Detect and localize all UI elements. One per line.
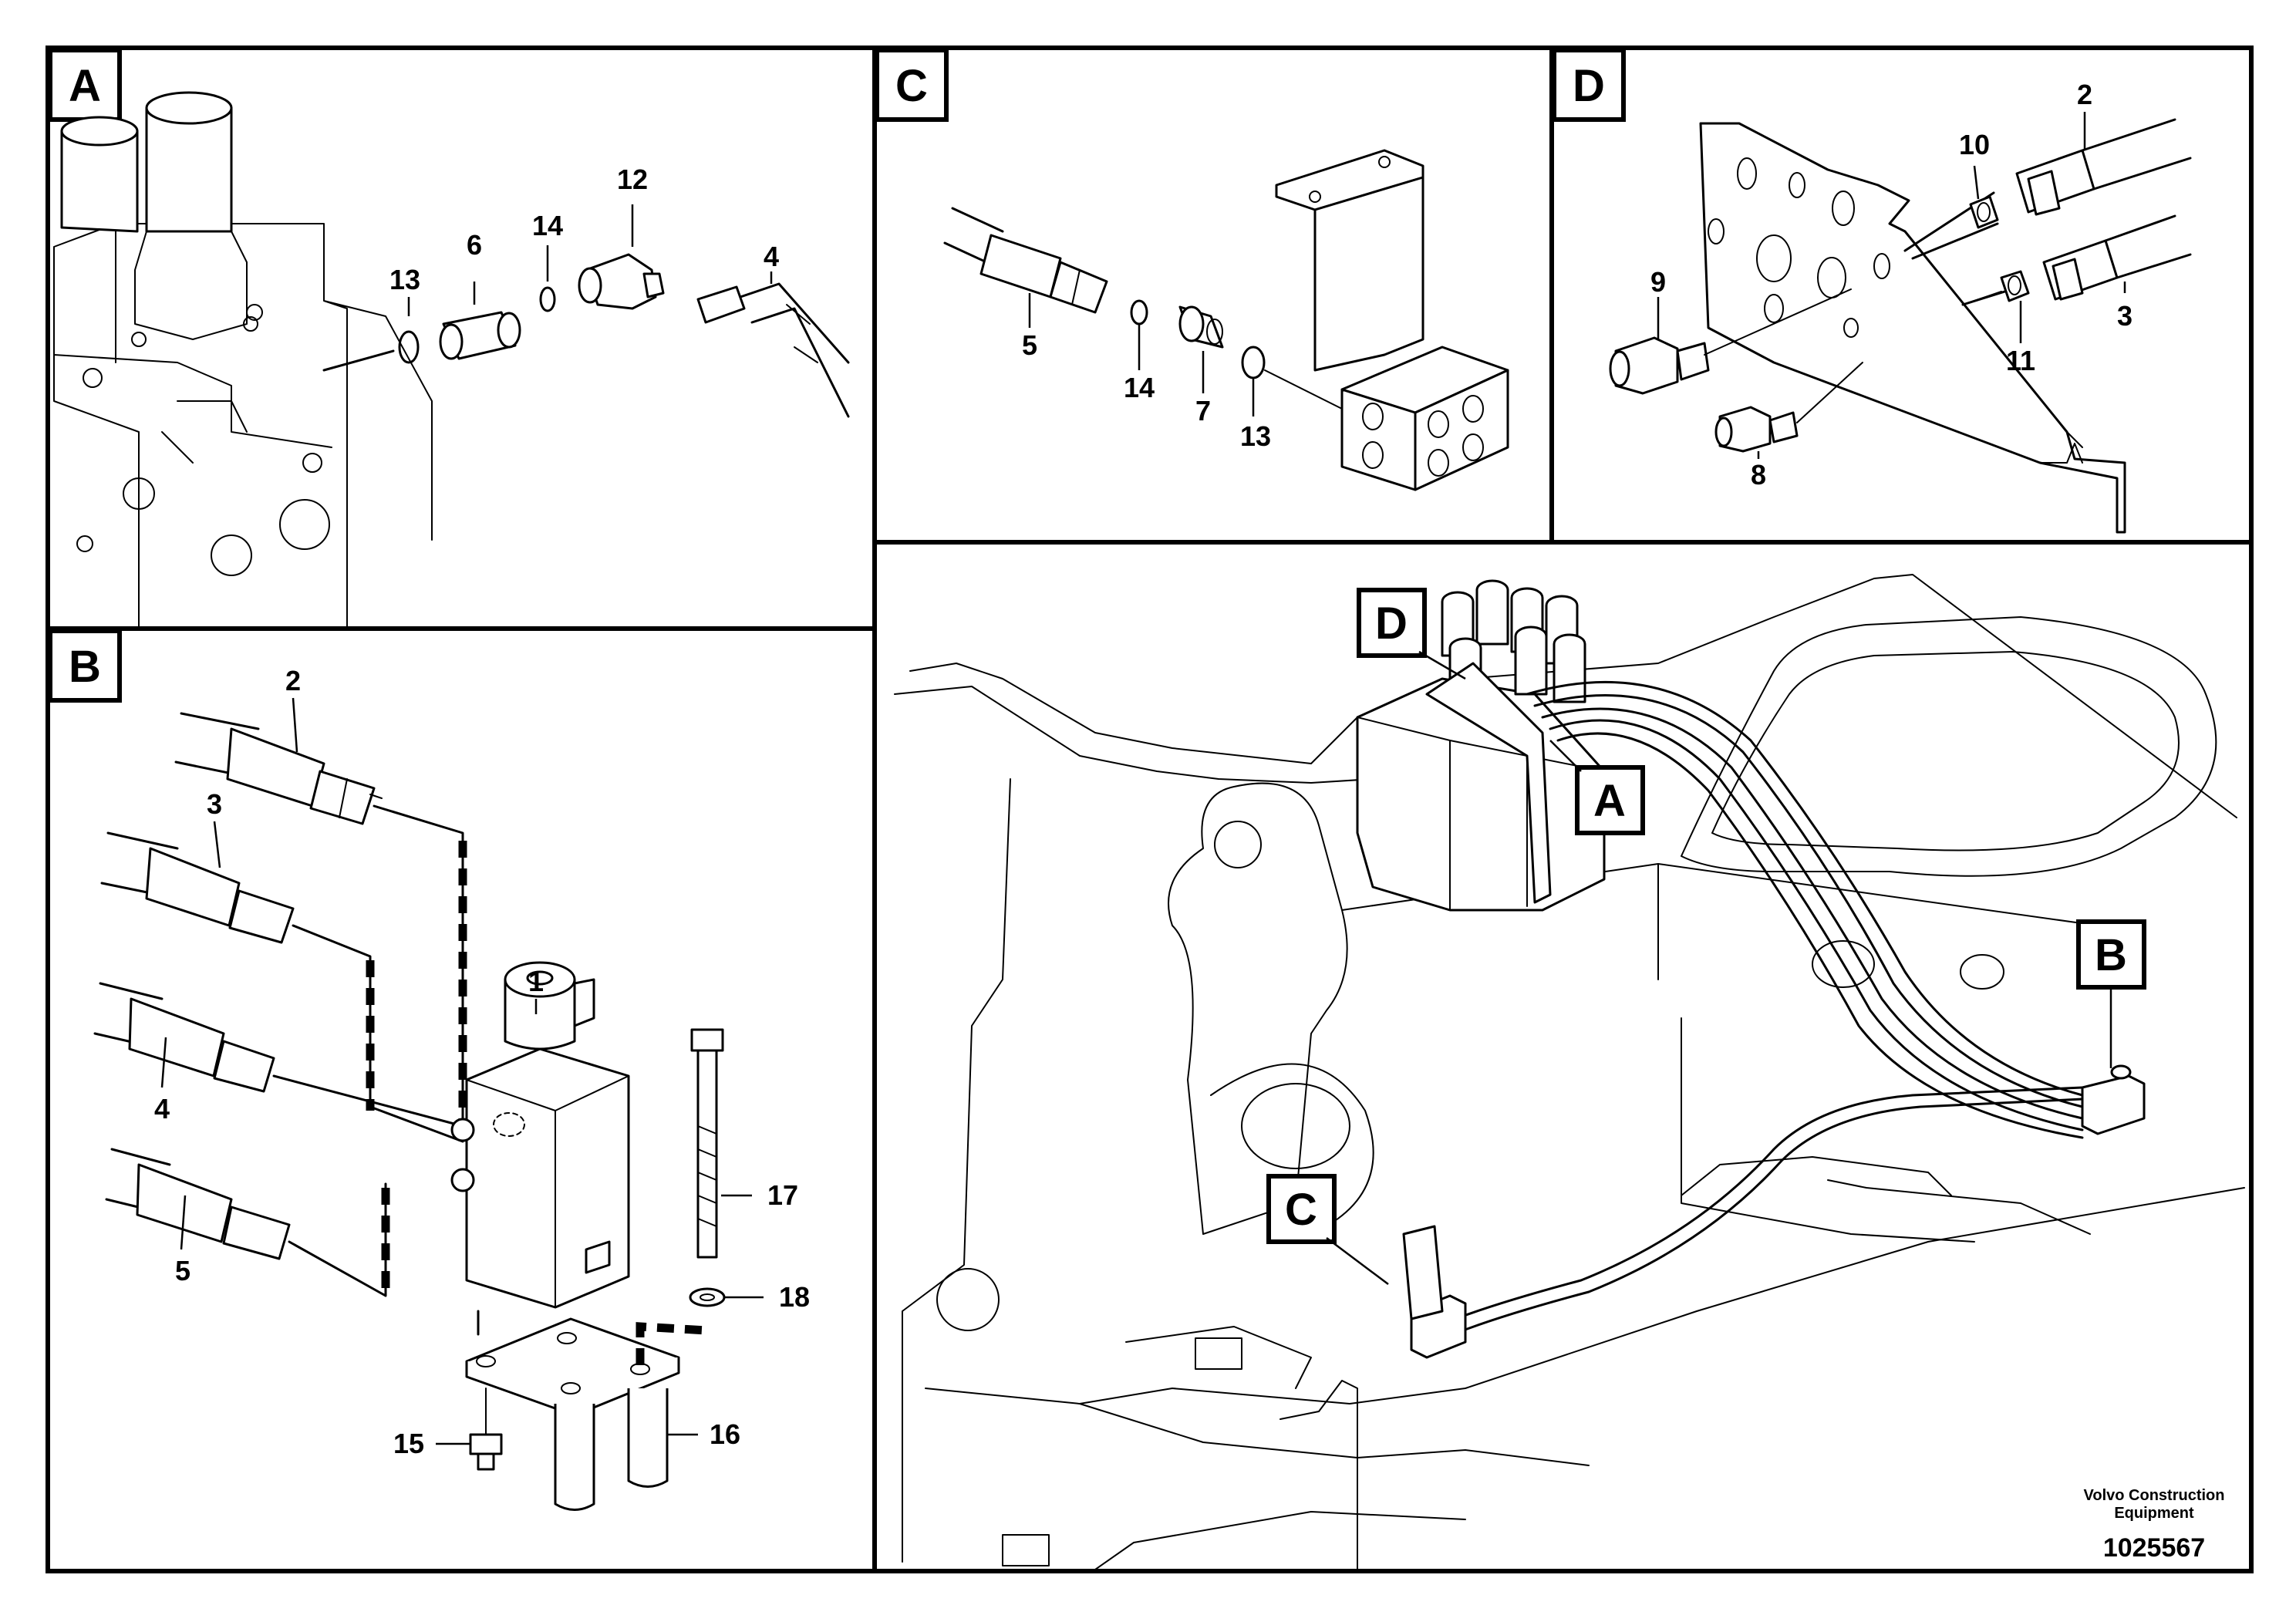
- panel-c-tag: C: [875, 48, 949, 122]
- panel-c-label-14: 14: [1124, 372, 1155, 403]
- svg-text:B: B: [69, 642, 101, 692]
- panel-b-label-1: 1: [528, 966, 544, 997]
- panel-b-tag: B: [48, 629, 122, 703]
- company-line-2: Equipment: [2114, 1505, 2194, 1522]
- svg-text:C: C: [1285, 1185, 1317, 1235]
- panel-d-label-2: 2: [2077, 79, 2092, 110]
- overview-callout-d: D: [1357, 588, 1466, 680]
- panel-c-label-5: 5: [1022, 329, 1037, 361]
- svg-text:D: D: [1573, 61, 1605, 111]
- panel-a-tag: A: [48, 48, 122, 122]
- panel-d-label-9: 9: [1650, 266, 1666, 298]
- panel-b-label-5: 5: [175, 1255, 190, 1286]
- panel-d-tag: D: [1552, 48, 1626, 122]
- panel-d-label-10: 10: [1959, 129, 1990, 160]
- panel-a-label-6: 6: [467, 229, 482, 261]
- svg-text:A: A: [69, 61, 101, 111]
- overview-callout-b: B: [2076, 919, 2146, 1068]
- panel-b-label-2: 2: [285, 665, 301, 696]
- panel-c-leaders: [1028, 293, 1255, 416]
- panel-a-label-4: 4: [764, 241, 779, 272]
- panel-b-label-3: 3: [207, 788, 222, 820]
- panel-b-label-18: 18: [779, 1281, 810, 1313]
- overview-callout-c: C: [1266, 1174, 1389, 1285]
- overview-frame: [872, 540, 2254, 1573]
- panel-b-leaders: [160, 697, 764, 1445]
- panel-d-label-3: 3: [2117, 300, 2132, 332]
- panel-b-label-17: 17: [767, 1179, 798, 1211]
- panel-d-drawing: [1609, 118, 2192, 534]
- drawing-number: 1025567: [2103, 1533, 2205, 1563]
- panel-d-leaders: [1657, 112, 2126, 459]
- panel-a-drawing: [53, 91, 850, 627]
- company-line-1: Volvo Construction: [2084, 1487, 2225, 1504]
- panel-b-label-4: 4: [154, 1093, 170, 1125]
- panel-b-label-15: 15: [393, 1428, 424, 1459]
- panel-a-label-12: 12: [617, 164, 648, 195]
- panel-c-drawing: [943, 149, 1509, 491]
- panel-c-label-7: 7: [1195, 395, 1211, 427]
- panel-d-label-8: 8: [1751, 459, 1766, 491]
- panel-d-label-11: 11: [2006, 345, 2035, 376]
- panel-a-label-13: 13: [389, 264, 420, 295]
- panel-c-label-13: 13: [1240, 420, 1271, 452]
- panel-a-label-14: 14: [532, 210, 563, 241]
- panel-b-drawing: [93, 712, 726, 1511]
- overview-callout-a: A: [1549, 740, 1645, 835]
- svg-text:B: B: [2095, 930, 2127, 980]
- svg-text:A: A: [1593, 776, 1626, 826]
- panel-a-leaders: [407, 204, 773, 316]
- svg-text:D: D: [1375, 599, 1408, 649]
- overview-drawing: [894, 574, 2245, 1570]
- svg-text:C: C: [895, 61, 928, 111]
- panel-b-label-16: 16: [710, 1418, 740, 1450]
